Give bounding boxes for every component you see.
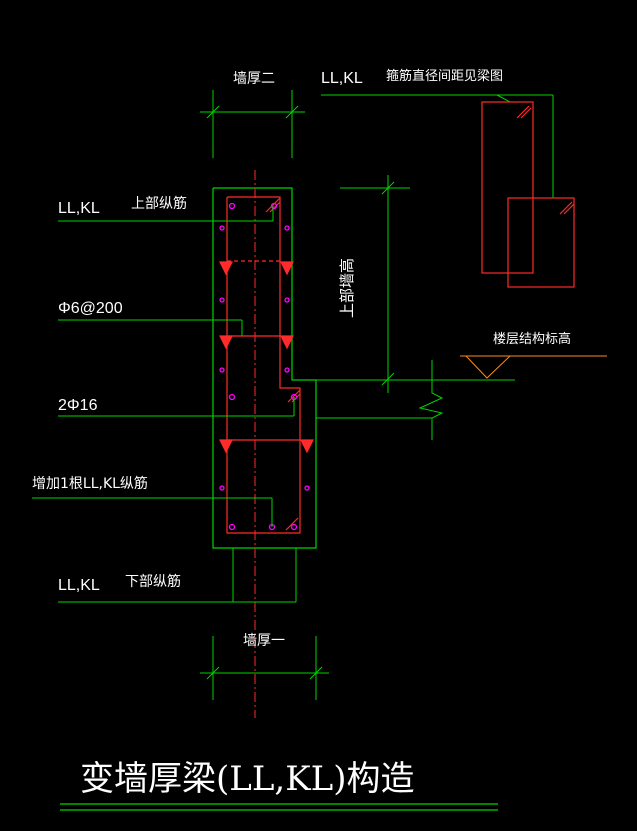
left-leaders bbox=[32, 206, 297, 603]
title-underline bbox=[60, 803, 498, 811]
top-wall-thickness-dimension bbox=[200, 90, 305, 158]
bottom-long-bars-label: 下部纵筋 bbox=[125, 573, 181, 590]
add-one-bar-label: 增加1根LL,KL纵筋 bbox=[32, 475, 148, 492]
floor-level-line bbox=[292, 360, 515, 440]
ll-kl-top-label: LL,KL bbox=[58, 200, 100, 217]
beam-height-label: 上部墙高 bbox=[338, 258, 356, 318]
bottom-wall-thickness-dimension bbox=[200, 636, 329, 700]
ll-kl-bottom-label: LL,KL bbox=[58, 577, 100, 594]
stirrup-hooks bbox=[219, 197, 314, 531]
wall-thickness-2-label: 墙厚二 bbox=[233, 71, 275, 87]
drawing-title: 变墙厚梁(LL,KL)构造 bbox=[80, 759, 414, 799]
beam-height-dimension bbox=[340, 175, 410, 393]
beam-section bbox=[226, 196, 301, 534]
longitudinal-bars bbox=[219, 202, 310, 531]
top-long-bars-label: 上部纵筋 bbox=[131, 195, 187, 212]
top-ll-kl-label: LL,KL bbox=[321, 70, 363, 87]
stirrup-leader bbox=[321, 94, 554, 198]
wall-thickness-1-label: 墙厚一 bbox=[243, 633, 285, 649]
stirrup-spec-label: Φ6@200 bbox=[58, 300, 123, 317]
floor-level-label: 楼层结构标高 bbox=[493, 331, 571, 347]
stirrup-detail bbox=[481, 101, 575, 288]
stirrup-note-label: 箍筋直径间距见梁图 bbox=[386, 68, 503, 84]
bars-2phi16-label: 2Φ16 bbox=[58, 397, 98, 414]
elevation-symbol bbox=[460, 355, 607, 379]
